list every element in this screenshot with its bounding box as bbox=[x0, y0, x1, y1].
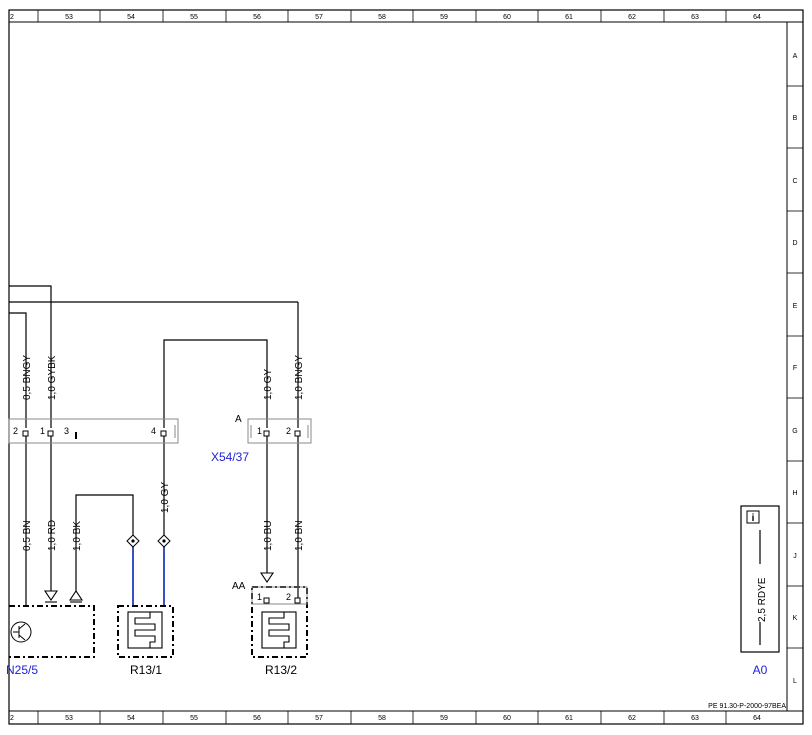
info-icon: i bbox=[752, 513, 755, 524]
col-label: 53 bbox=[65, 715, 73, 722]
document-reference: PE 91.30-P-2000-97BEA bbox=[708, 703, 786, 710]
component-name: A0 bbox=[753, 663, 768, 677]
pin-label: 3 bbox=[64, 426, 69, 436]
wire-label: 1,0 BU bbox=[263, 520, 274, 551]
wire-label: 0,5 BNGY bbox=[22, 355, 33, 400]
col-label: 56 bbox=[253, 715, 261, 722]
col-label: 63 bbox=[691, 14, 699, 21]
pin-label: 4 bbox=[151, 426, 156, 436]
component-r13-2: 1 2 AA R13/2 bbox=[232, 581, 308, 677]
row-label: F bbox=[793, 365, 797, 372]
heating-element-icon bbox=[261, 611, 297, 649]
pin-label: 1 bbox=[257, 426, 262, 436]
wire-label: 0,5 BN bbox=[22, 520, 33, 551]
connector-x54-37: 1 2 A X54/37 bbox=[211, 414, 312, 464]
component-name: R13/1 bbox=[130, 663, 162, 677]
row-dividers bbox=[787, 85, 803, 649]
row-label: L bbox=[793, 678, 797, 685]
arrow-symbols bbox=[43, 572, 275, 603]
wire-label: 1,0 BN bbox=[294, 520, 305, 551]
column-dividers bbox=[37, 10, 727, 724]
col-label: 59 bbox=[440, 715, 448, 722]
component-n25-5: N25/5 bbox=[6, 605, 95, 677]
wire-label: 1,0 BNGY bbox=[294, 355, 305, 400]
col-label: 60 bbox=[503, 14, 511, 21]
row-labels: A B C D E F G H J K L bbox=[792, 53, 797, 685]
connector-name: X54/37 bbox=[211, 450, 249, 464]
wire-label: 1,0 GY bbox=[263, 369, 274, 400]
col-label: 61 bbox=[565, 14, 573, 21]
wire-label: 1,0 RD bbox=[47, 520, 58, 551]
col-label: 60 bbox=[503, 715, 511, 722]
column-labels-bottom: 2 53 54 55 56 57 58 59 60 61 62 63 64 bbox=[10, 715, 761, 722]
col-label: 62 bbox=[628, 715, 636, 722]
row-label: G bbox=[792, 428, 797, 435]
component-r13-1: R13/1 bbox=[117, 605, 174, 677]
component-name: R13/2 bbox=[265, 663, 297, 677]
col-label: 64 bbox=[753, 715, 761, 722]
col-label: 2 bbox=[10, 715, 14, 722]
col-label: 63 bbox=[691, 715, 699, 722]
connector-tag: A bbox=[235, 414, 242, 425]
row-label: D bbox=[792, 240, 797, 247]
row-label: K bbox=[793, 615, 798, 622]
row-label: A bbox=[793, 53, 798, 60]
col-label: 62 bbox=[628, 14, 636, 21]
col-label: 55 bbox=[190, 14, 198, 21]
wire-label: 1,0 GY bbox=[160, 482, 171, 513]
pin-label: 2 bbox=[13, 426, 18, 436]
pin-label: 1 bbox=[40, 426, 45, 436]
drawing-frame bbox=[8, 9, 804, 725]
col-label: 54 bbox=[127, 14, 135, 21]
col-label: 61 bbox=[565, 715, 573, 722]
col-label: 57 bbox=[315, 715, 323, 722]
heating-element-icon bbox=[127, 611, 163, 649]
wire-label: 2,5 RDYE bbox=[757, 577, 768, 622]
black-wires bbox=[9, 285, 761, 645]
row-label: H bbox=[792, 490, 797, 497]
component-a0: i 2,5 RDYE A0 bbox=[740, 505, 780, 677]
col-label: 59 bbox=[440, 14, 448, 21]
col-label: 54 bbox=[127, 715, 135, 722]
pin-label: 2 bbox=[286, 592, 291, 602]
wire-labels: 0,5 BNGY 1,0 GYBK 1,0 GY 1,0 BNGY 0,5 BN… bbox=[22, 355, 305, 551]
col-label: 53 bbox=[65, 14, 73, 21]
col-label: 58 bbox=[378, 14, 386, 21]
transistor-icon bbox=[10, 621, 32, 643]
component-tag: AA bbox=[232, 581, 246, 592]
col-label: 57 bbox=[315, 14, 323, 21]
col-label: 2 bbox=[10, 14, 14, 21]
col-label: 55 bbox=[190, 715, 198, 722]
wire-label: 1,0 GYBK bbox=[47, 355, 58, 400]
wire-label: 1,0 BK bbox=[72, 521, 83, 551]
row-label: B bbox=[793, 115, 798, 122]
row-label: C bbox=[792, 178, 797, 185]
pin-label: 1 bbox=[257, 592, 262, 602]
pin-label: 2 bbox=[286, 426, 291, 436]
column-labels-top: 2 53 54 55 56 57 58 59 60 61 62 63 64 bbox=[10, 14, 761, 21]
connector-left: 2 1 3 4 bbox=[8, 418, 179, 444]
component-name: N25/5 bbox=[6, 663, 38, 677]
blue-wires bbox=[132, 546, 165, 606]
col-label: 56 bbox=[253, 14, 261, 21]
col-label: 64 bbox=[753, 14, 761, 21]
col-label: 58 bbox=[378, 715, 386, 722]
row-label: J bbox=[793, 553, 797, 560]
row-label: E bbox=[793, 303, 798, 310]
